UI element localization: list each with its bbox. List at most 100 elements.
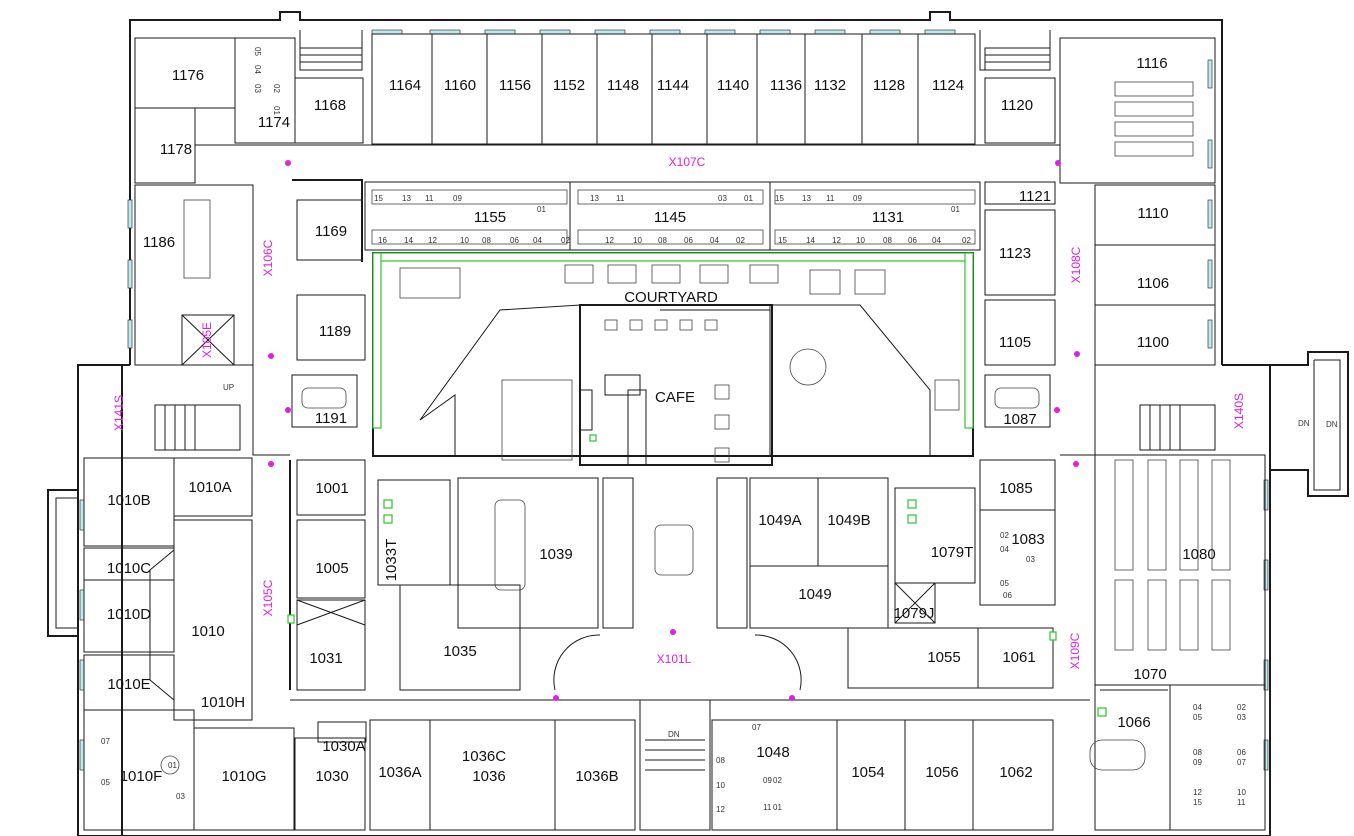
corridor-X107C: X107C — [669, 155, 706, 169]
desk-1066-03: 03 — [1237, 713, 1246, 722]
corridor-X109C: X109C — [1068, 632, 1082, 669]
classroom-desks-1116 — [1114, 81, 1194, 157]
desk-1155-15: 15 — [374, 194, 383, 203]
desk-1145-12: 12 — [605, 236, 614, 245]
room-1010E: 1010E — [107, 676, 150, 693]
desk-1155-11: 11 — [425, 194, 434, 203]
desk-1155-02: 02 — [561, 236, 570, 245]
room-1070: 1070 — [1133, 666, 1166, 683]
desk-1155-13: 13 — [402, 194, 411, 203]
room-1062: 1062 — [999, 764, 1032, 781]
desk-1066-11: 11 — [1237, 798, 1246, 807]
room-1036B: 1036B — [575, 768, 618, 785]
building-shell — [47, 11, 1349, 836]
desk-1174-02: 02 — [272, 84, 281, 93]
desk-1083-04: 04 — [1000, 545, 1009, 554]
room-1061: 1061 — [1002, 649, 1035, 666]
desk-number-labels: 15 13 11 09 01 16 14 12 10 08 06 04 02 1… — [101, 47, 1338, 814]
room-1105: 1105 — [999, 334, 1031, 351]
restroom-fixtures — [287, 434, 1107, 717]
stair-mark-east-1: DN — [1298, 419, 1310, 428]
room-1010B: 1010B — [107, 492, 150, 509]
corridor-X106C: X106C — [261, 239, 275, 276]
desk-1066-06: 06 — [1237, 748, 1246, 757]
desk-1131-01: 01 — [951, 205, 960, 214]
desk-1066-05: 05 — [1193, 713, 1202, 722]
room-1168: 1168 — [314, 97, 346, 114]
room-1136: 1136 — [770, 77, 802, 94]
corridor-markers — [268, 160, 1080, 701]
room-1174: 1174 — [258, 114, 290, 131]
room-1106: 1106 — [1137, 275, 1169, 292]
desk-1048-10: 10 — [716, 781, 725, 790]
desk-1048-07: 07 — [752, 723, 761, 732]
desk-1155-06: 06 — [510, 236, 519, 245]
corridor-X105E: X105E — [200, 322, 214, 358]
desk-1010F-01: 01 — [168, 761, 177, 770]
room-1055: 1055 — [927, 649, 960, 666]
desk-1066-15: 15 — [1193, 798, 1202, 807]
room-1083: 1083 — [1011, 531, 1044, 548]
desk-1131-09: 09 — [853, 194, 862, 203]
room-1148: 1148 — [607, 77, 639, 94]
room-1121: 1121 — [1019, 188, 1051, 205]
desk-1048-08: 08 — [716, 756, 725, 765]
room-1079T: 1079T — [931, 544, 974, 561]
desk-1066-02: 02 — [1237, 703, 1246, 712]
room-1160: 1160 — [444, 77, 476, 94]
room-1010C: 1010C — [107, 560, 151, 577]
desk-1155-10: 10 — [460, 236, 469, 245]
desk-1155-14: 14 — [404, 236, 413, 245]
room-1131: 1131 — [872, 209, 904, 226]
classroom-desks-1080 — [1114, 459, 1231, 651]
desk-1145-03: 03 — [718, 194, 727, 203]
windows — [79, 29, 1269, 771]
north-wing — [134, 33, 1216, 184]
east-stair — [1139, 404, 1216, 451]
stair-mark-west: UP — [223, 383, 234, 392]
desk-1048-01: 01 — [773, 803, 782, 812]
stair-mark-south: DN — [668, 730, 680, 739]
stair-mark-east-2: DN — [1326, 420, 1338, 429]
desk-1145-02: 02 — [736, 236, 745, 245]
desk-1048-11: 11 — [763, 803, 772, 812]
room-1049B: 1049B — [827, 512, 870, 529]
room-1155: 1155 — [474, 209, 506, 226]
corridor-X105C: X105C — [261, 579, 275, 616]
desk-1155-12: 12 — [428, 236, 437, 245]
room-1010G: 1010G — [221, 768, 266, 785]
desk-1010F-03: 03 — [176, 792, 185, 801]
room-1178: 1178 — [160, 141, 192, 158]
desk-1174-01: 01 — [272, 106, 281, 115]
room-1033T: 1033T — [383, 539, 400, 582]
desk-1083-05: 05 — [1000, 579, 1009, 588]
room-1087: 1087 — [1003, 411, 1036, 428]
corridor-labels: X107C X106C X108C X105E X141S X140S X105… — [112, 155, 1246, 669]
desk-1145-13: 13 — [590, 194, 599, 203]
desk-1145-10: 10 — [633, 236, 642, 245]
room-1085: 1085 — [999, 480, 1032, 497]
room-1080: 1080 — [1182, 546, 1215, 563]
desk-1048-12: 12 — [716, 805, 725, 814]
desk-1145-11: 11 — [616, 194, 625, 203]
desk-1083-02: 02 — [1000, 531, 1009, 540]
desk-1131-02: 02 — [962, 236, 971, 245]
desk-1155-01: 01 — [537, 205, 546, 214]
room-1030: 1030 — [315, 768, 348, 785]
desk-1048-09: 09 — [763, 776, 772, 785]
room-1036A: 1036A — [378, 764, 421, 781]
room-1128: 1128 — [873, 77, 905, 94]
room-1001: 1001 — [315, 480, 348, 497]
room-1030A: 1030A — [322, 738, 365, 755]
courtyard-furniture — [399, 264, 960, 463]
room-1124: 1124 — [932, 77, 964, 94]
south-stair — [645, 739, 705, 771]
room-1186: 1186 — [143, 234, 175, 251]
desk-1131-15b: 15 — [778, 236, 787, 245]
desk-1131-10: 10 — [856, 236, 865, 245]
desk-1048-02: 02 — [773, 776, 782, 785]
desk-1155-04: 04 — [533, 236, 542, 245]
desk-1083-03: 03 — [1026, 555, 1035, 564]
room-cafe: CAFE — [655, 389, 695, 406]
